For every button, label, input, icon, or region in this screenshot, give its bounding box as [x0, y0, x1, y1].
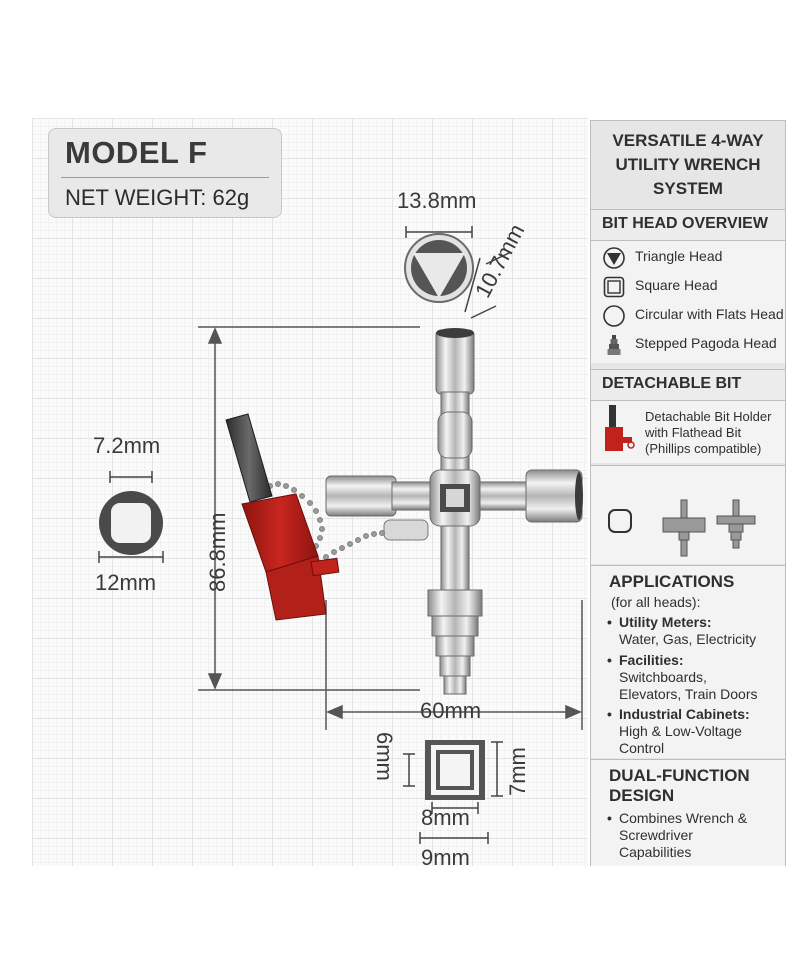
dim-triangle-width: 13.8mm: [397, 188, 477, 213]
applications-section: APPLICATIONS (for all heads): • Utility …: [591, 565, 785, 758]
dual-heading-line: DESIGN: [609, 786, 675, 805]
detachable-line: (Phillips compatible): [645, 441, 762, 456]
application-title: Utility Meters:: [619, 614, 712, 630]
bit-item-label: Circular with Flats Head: [635, 306, 784, 322]
application-line: Control: [619, 740, 665, 756]
dim-square-inner-height: 6mm: [372, 732, 397, 781]
net-weight: NET WEIGHT: 62g: [65, 185, 250, 210]
panel-title-line-1: VERSATILE 4-WAY: [612, 131, 764, 150]
application-line: Water, Gas, Electricity: [619, 631, 757, 647]
bit-item-label: Square Head: [635, 277, 718, 293]
applications-heading: APPLICATIONS: [609, 572, 735, 591]
panel-title: VERSATILE 4-WAY UTILITY WRENCH SYSTEM: [591, 129, 785, 201]
application-title: Industrial Cabinets:: [619, 706, 750, 722]
application-line: High & Low-Voltage: [619, 723, 742, 739]
bit-overview-header: BIT HEAD OVERVIEW: [591, 209, 785, 241]
panel-title-line-2: UTILITY WRENCH: [615, 155, 761, 174]
dual-function-heading: DUAL-FUNCTION DESIGN: [609, 766, 750, 806]
dim-square-inner-width: 8mm: [421, 805, 470, 830]
detachable-line: with Flathead Bit: [645, 425, 742, 440]
profile-icons-row: [591, 465, 785, 564]
model-divider: [61, 177, 269, 178]
application-item: • Facilities: Switchboards, Elevators, T…: [607, 652, 758, 702]
dual-function-section: DUAL-FUNCTION DESIGN • Combines Wrench &…: [591, 759, 785, 866]
bit-item-label: Stepped Pagoda Head: [635, 335, 777, 351]
application-item: • Utility Meters: Water, Gas, Electricit…: [607, 614, 757, 647]
bit-item-label: Triangle Head: [635, 248, 723, 264]
detachable-text: Detachable Bit Holder with Flathead Bit …: [645, 409, 771, 457]
dual-line: Combines Wrench &: [619, 810, 748, 826]
bit-overview-list: Triangle Head Square Head Circular with …: [591, 241, 785, 363]
application-line: Switchboards,: [619, 669, 707, 685]
dual-line: Screwdriver: [619, 827, 693, 843]
dim-square-outer-height: 7mm: [505, 747, 530, 796]
detachable-line: Detachable Bit Holder: [645, 409, 772, 424]
dim-square-outer-width: 9mm: [421, 845, 470, 870]
dimension-lines: [198, 326, 583, 730]
triangle-head-detail: [404, 226, 512, 319]
bit-holder: [225, 413, 340, 621]
wrench-body: [325, 328, 583, 695]
dual-line: Capabilities: [619, 844, 692, 860]
dim-width: 60mm: [420, 698, 482, 723]
dual-function-item: • Combines Wrench & Screwdriver Capabili…: [607, 810, 748, 860]
model-label-box: MODEL F NET WEIGHT: 62g: [48, 128, 282, 218]
square-icon: [603, 276, 625, 298]
pagoda-icon: [607, 335, 621, 355]
square-head-detail: [403, 740, 503, 844]
dim-height: 86.8mm: [205, 512, 230, 592]
detachable-heading: DETACHABLE BIT: [602, 375, 742, 392]
bit-profiles-illustration: [608, 499, 756, 557]
circle-icon: [603, 305, 625, 327]
circular-head-detail: [98, 471, 164, 563]
application-line: Elevators, Train Doors: [619, 686, 758, 702]
detachable-header: DETACHABLE BIT: [591, 369, 785, 401]
applications-subheading: (for all heads):: [611, 594, 701, 610]
triangle-icon: [603, 247, 625, 269]
model-title: MODEL F: [65, 135, 208, 170]
dual-heading-line: DUAL-FUNCTION: [609, 766, 750, 785]
dim-circle-inner: 7.2mm: [93, 433, 161, 458]
dim-circle-outer: 12mm: [95, 570, 157, 595]
panel-title-line-3: SYSTEM: [653, 179, 723, 198]
bit-overview-heading: BIT HEAD OVERVIEW: [602, 215, 768, 232]
application-item: • Industrial Cabinets: High & Low-Voltag…: [607, 706, 750, 756]
wrench-diagram: [98, 226, 583, 844]
detachable-body: Detachable Bit Holder with Flathead Bit …: [591, 401, 785, 463]
info-panel: VERSATILE 4-WAY UTILITY WRENCH SYSTEM BI…: [590, 120, 786, 866]
bit-holder-icon: [605, 405, 635, 451]
application-title: Facilities:: [619, 652, 684, 668]
